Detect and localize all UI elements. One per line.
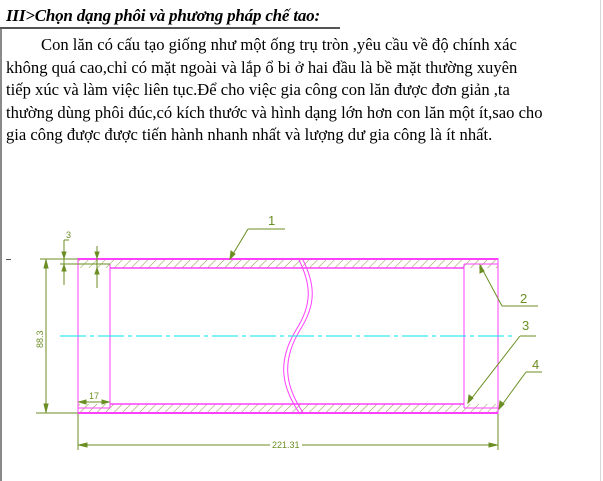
callout-3: 3: [522, 318, 529, 333]
dim-wall-thickness: 3: [66, 230, 71, 240]
dimension-texts: 3 88.3 17 221.31 1 2 3 4: [35, 213, 539, 450]
paragraph-line: Con lăn có cấu tạo giống như một ống trụ…: [41, 35, 517, 54]
top-wall: [78, 258, 498, 269]
body-paragraph: Con lăn có cấu tạo giống như một ống trụ…: [6, 34, 596, 147]
roller-blank-drawing: 3 88.3 17 221.31 1 2 3 4: [35, 213, 542, 450]
callout-1: 1: [268, 213, 275, 228]
paragraph-line: không quá cao,chỉ có mặt ngoài và lắp ổ …: [6, 57, 518, 77]
dim-diameter: 88.3: [35, 330, 45, 348]
section-title: III>Chọn dạng phôi và phương pháp chế ta…: [6, 6, 320, 25]
paragraph-line: tiếp xúc và làm việc liên tục.Để cho việ…: [6, 80, 510, 100]
dim-bore-depth: 17: [89, 391, 99, 401]
callout-4: 4: [532, 357, 539, 372]
bottom-wall: [78, 403, 498, 414]
dimension-lines: [36, 228, 542, 450]
margin-dash: [6, 259, 11, 260]
title-underline: [0, 27, 340, 29]
break-line: [283, 257, 313, 415]
page-right-border: [600, 0, 601, 481]
dim-length: 221.31: [272, 440, 300, 450]
paragraph-line: thường dùng phôi đúc,có kích thước và hì…: [6, 102, 543, 122]
callout-2: 2: [520, 291, 527, 306]
paragraph-line: gia công được được tiến hành nhanh nhất …: [6, 125, 493, 145]
page-left-border: [0, 28, 2, 481]
